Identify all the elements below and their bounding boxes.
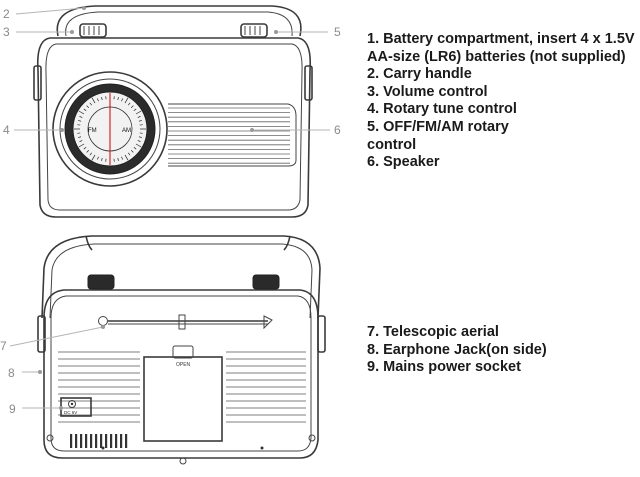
front-volume-knob (79, 23, 107, 38)
dial-tick (135, 110, 142, 115)
bottom-vent-slots (70, 434, 128, 448)
callout-number-2: 2 (3, 7, 10, 21)
dial-label-fm: FM (88, 128, 97, 134)
legend-line: 7. Telescopic aerial (367, 324, 499, 340)
callout-number-4: 4 (3, 123, 10, 137)
dial-tick (78, 110, 85, 115)
vent-slot (110, 434, 113, 448)
callout-number-3: 3 (3, 25, 10, 39)
front-body (36, 37, 312, 218)
dial-tick (133, 108, 137, 112)
legend-line: 5. OFF/FM/AM rotary (367, 118, 509, 135)
dial-tick (89, 152, 93, 156)
dial-tick (83, 146, 87, 150)
dial-tick (117, 157, 119, 161)
socket-dc-label: DC 6V (64, 410, 77, 415)
compartment-open-label: OPEN (176, 362, 191, 368)
dial-tick (124, 97, 129, 104)
front-speaker-grille (168, 103, 297, 167)
vent-slot (95, 434, 98, 448)
legend-line: 6. Speaker (367, 154, 440, 171)
legend-line: control (367, 136, 417, 153)
callout-number-9: 9 (9, 402, 16, 416)
rear-view: OPEN DC 6V (37, 235, 326, 465)
legend-front-parts: 1. Battery compartment, insert 4 x 1.5V … (367, 31, 637, 172)
dial-tick (101, 157, 103, 161)
legend-line: 1. Battery compartment, insert 4 x 1.5V (367, 31, 635, 47)
front-tuning-dial: FM AM (52, 71, 168, 187)
rear-carry-handle (41, 235, 321, 319)
vent-slot (105, 434, 108, 448)
dial-tick (79, 116, 83, 118)
dial-tick (101, 97, 103, 101)
legend-line: 9. Mains power socket (367, 359, 521, 376)
legend-line: AA-size (LR6) batteries (not supplied) (367, 48, 626, 65)
dial-label-am: AM (122, 128, 131, 134)
dial-tick (117, 97, 119, 101)
vent-slot (70, 434, 73, 448)
vent-slot (120, 434, 123, 448)
vent-slot (100, 434, 103, 448)
dial-tick (130, 149, 134, 153)
vent-slot (115, 434, 118, 448)
callout-number-6: 6 (334, 123, 341, 137)
vent-slot (90, 434, 93, 448)
dial-tick (78, 143, 85, 148)
legend-line: 4. Rotary tune control (367, 101, 517, 118)
dial-tick (138, 120, 142, 122)
dial-tick (86, 149, 90, 153)
rear-grille (58, 351, 306, 423)
dial-tick (86, 105, 90, 109)
dial-tick (83, 108, 87, 112)
vent-slot (75, 434, 78, 448)
grille-frame (168, 103, 297, 167)
rear-left-knob (87, 274, 115, 290)
vent-slot (80, 434, 83, 448)
dial-tick (133, 146, 137, 150)
front-callouts: 1 2 3 4 5 6 (3, 6, 341, 137)
dial-tick (127, 152, 131, 156)
dial-tick (127, 102, 131, 106)
dial-tick (130, 105, 134, 109)
dial-tick (91, 154, 96, 161)
dial-tick (137, 140, 141, 142)
callout-number-5: 5 (334, 25, 341, 39)
dial-tick (91, 97, 96, 104)
callout-number-8: 8 (8, 366, 15, 380)
vent-slot (125, 434, 128, 448)
dial-tick (89, 102, 93, 106)
dial-tick (135, 143, 142, 148)
vent-slot (85, 434, 88, 448)
rear-body (43, 289, 319, 459)
front-band-knob (240, 23, 268, 38)
legend-line: 8. Earphone Jack(on side) (367, 341, 547, 358)
legend-rear-parts: 7. Telescopic aerial 8. Earphone Jack(on… (367, 324, 637, 377)
front-view: FM AM (33, 5, 313, 218)
rear-telescopic-aerial (98, 314, 273, 330)
dial-tick (137, 116, 141, 118)
front-carry-handle (56, 5, 302, 37)
dial-tick (121, 98, 123, 102)
rear-right-knob (252, 274, 280, 290)
dial-tick (124, 154, 129, 161)
dial-tick (138, 136, 142, 138)
dial-tick (97, 98, 99, 102)
callout-number-7: 7 (0, 339, 7, 353)
dial-tick (78, 120, 82, 122)
dial-tick (121, 156, 123, 160)
rear-callouts: 7 8 9 (0, 325, 105, 416)
legend-line: 3. Volume control (367, 83, 488, 100)
legend-line: 2. Carry handle (367, 66, 472, 83)
dial-tick (97, 156, 99, 160)
dial-tick (78, 136, 82, 138)
battery-compartment-cover: OPEN (143, 345, 223, 442)
dial-tick (79, 140, 83, 142)
